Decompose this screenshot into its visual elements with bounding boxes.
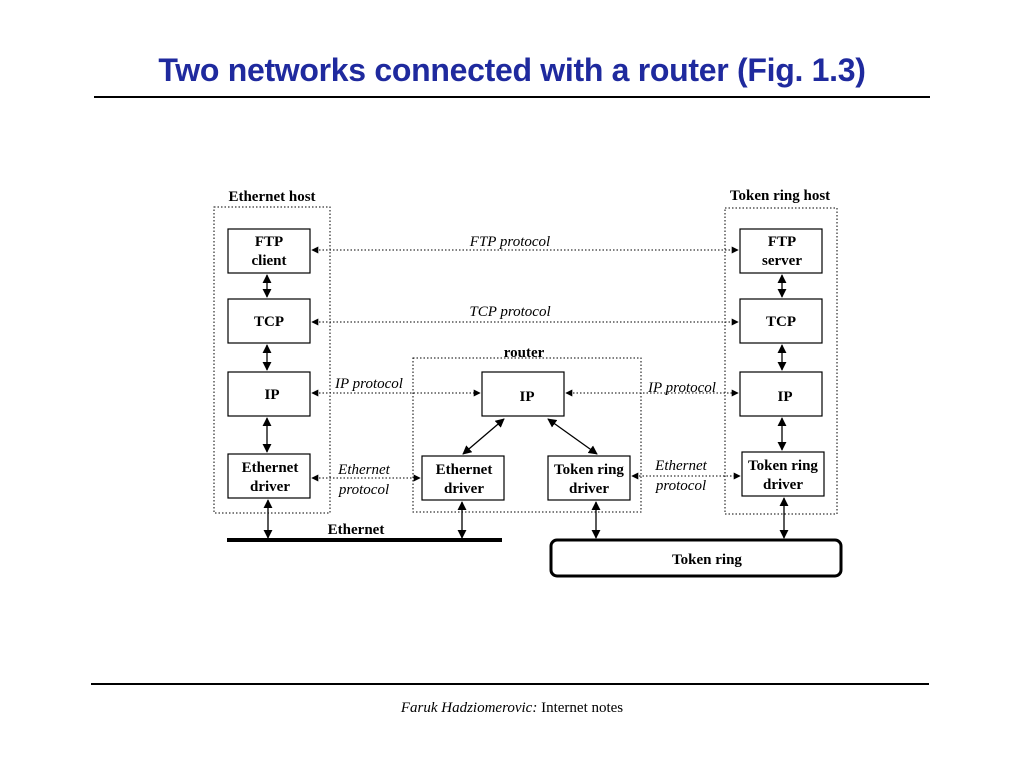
svg-text:IP: IP	[265, 387, 280, 403]
router-token-ring-driver-box: Token ring driver	[547, 455, 631, 501]
ethernet-host-tcp-box: TCP	[227, 298, 311, 344]
label-line: server	[762, 253, 802, 269]
ethernet-protocol-label-left: Ethernet protocol	[337, 462, 390, 498]
label-line: driver	[569, 481, 609, 497]
label-line: Ethernet	[337, 462, 390, 478]
label-line: protocol	[655, 478, 706, 494]
ftp-protocol-label: FTP protocol	[469, 234, 550, 250]
label-line: driver	[250, 479, 290, 495]
label-line: FTP protocol	[469, 234, 550, 250]
label-line: Ethernet	[654, 458, 707, 474]
label-line: TCP	[254, 314, 284, 330]
footer-rule	[91, 683, 929, 685]
svg-text:IP: IP	[778, 389, 793, 405]
router-ip-token-ring-arrow	[547, 418, 598, 455]
label-line: driver	[763, 477, 803, 493]
footer: Faruk Hadziomerovic: Internet notes	[0, 700, 1024, 717]
router-label: router	[504, 345, 545, 361]
label-line: IP	[778, 389, 793, 405]
label-line: IP protocol	[334, 376, 403, 392]
ethernet-bus-label: Ethernet	[328, 522, 385, 538]
title-rule	[94, 96, 930, 98]
label-line: client	[252, 253, 287, 269]
label-line: IP	[520, 389, 535, 405]
label-line: IP protocol	[647, 380, 716, 396]
label-line: driver	[444, 481, 484, 497]
footer-author: Faruk Hadziomerovic:	[400, 700, 538, 716]
label-line: TCP	[766, 314, 796, 330]
router-ip-ethernet-arrow	[462, 418, 505, 455]
router-ethernet-driver-box: Ethernet driver	[421, 455, 505, 501]
label-line: Ethernet	[436, 462, 493, 478]
ip-protocol-label-right: IP protocol	[647, 380, 716, 396]
router-ip-box: IP	[481, 371, 565, 417]
ethernet-host-ip-box: IP	[227, 371, 311, 417]
slide-title: Two networks connected with a router (Fi…	[158, 52, 866, 88]
footer-subject: Internet notes	[541, 700, 624, 716]
ftp-server-box: FTP server	[739, 228, 823, 274]
label-line: FTP	[255, 234, 283, 250]
label-line: Ethernet	[242, 460, 299, 476]
token-ring-network-label: Token ring	[672, 552, 742, 568]
token-ring-host-ip-box: IP	[739, 371, 823, 417]
router-frame	[412, 357, 642, 513]
label-line: protocol	[338, 482, 389, 498]
label-line: Token ring	[554, 462, 624, 478]
svg-text:TCP: TCP	[254, 314, 284, 330]
token-ring-host-tcp-box: TCP	[739, 298, 823, 344]
ip-protocol-label-left: IP protocol	[334, 376, 403, 392]
token-ring-network	[549, 538, 843, 578]
ftp-client-box: FTP client	[227, 228, 311, 274]
ethernet-host-label: Ethernet host	[228, 189, 315, 205]
label-line: Token ring	[748, 458, 818, 474]
label-line: IP	[265, 387, 280, 403]
token-ring-host-label: Token ring host	[730, 188, 830, 204]
svg-text:IP: IP	[520, 389, 535, 405]
token-ring-host-driver-box: Token ring driver	[741, 451, 825, 497]
ethernet-host-driver-box: Ethernet driver	[227, 453, 311, 499]
label-line: FTP	[768, 234, 796, 250]
label-line: TCP protocol	[469, 304, 550, 320]
tcp-protocol-label: TCP protocol	[469, 304, 550, 320]
svg-text:TCP: TCP	[766, 314, 796, 330]
ethernet-protocol-label-right: Ethernet protocol	[654, 458, 707, 494]
